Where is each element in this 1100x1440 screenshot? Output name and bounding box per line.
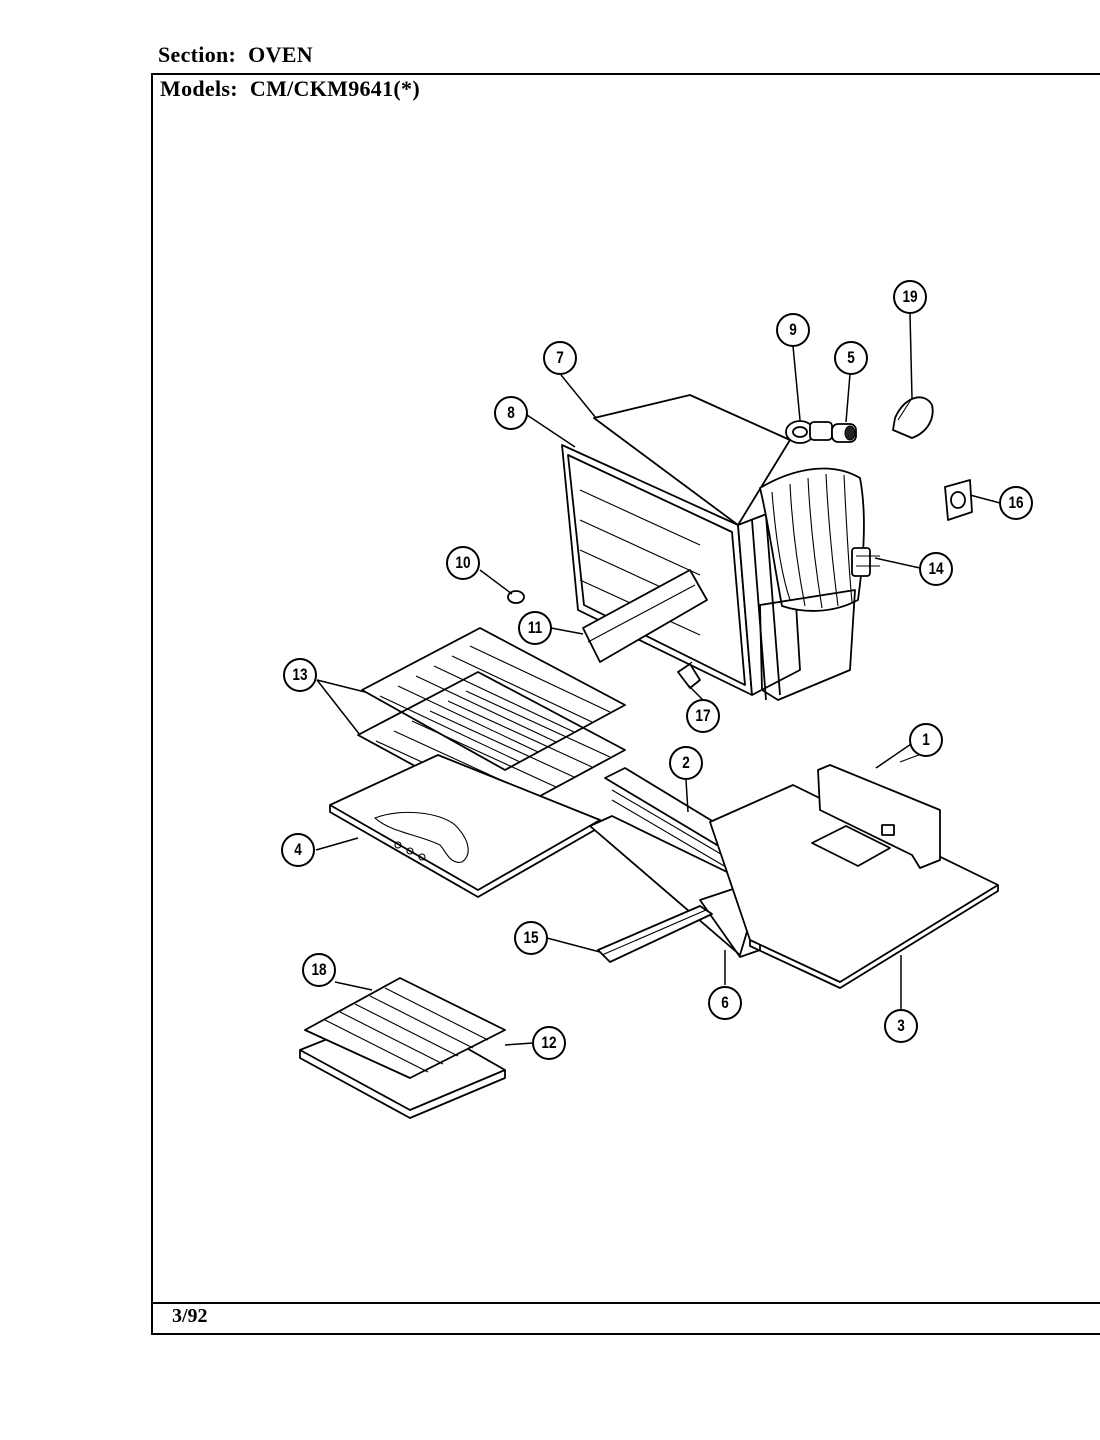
callout-label-16: 16: [1008, 494, 1023, 513]
callout-5: 5: [834, 341, 868, 375]
callout-label-17: 17: [695, 707, 710, 726]
shield-plate-part: [582, 569, 708, 663]
callout-label-9: 9: [789, 321, 797, 340]
callout-label-4: 4: [294, 841, 302, 860]
broiler-grid-part: [304, 977, 506, 1079]
rear-frame-bracket: [759, 589, 856, 701]
callout-label-14: 14: [928, 560, 944, 579]
callout-12: 12: [532, 1026, 566, 1060]
callout-11: 11: [518, 611, 552, 645]
section-label: Section:: [158, 42, 237, 67]
callout-label-13: 13: [292, 666, 307, 685]
revision-date: 3/92: [172, 1305, 208, 1327]
footer-divider: [151, 1302, 1100, 1304]
rack-slide-part: [597, 905, 713, 963]
callout-2: 2: [669, 746, 703, 780]
callout-6: 6: [708, 986, 742, 1020]
callout-label-3: 3: [897, 1017, 905, 1036]
callout-label-5: 5: [847, 349, 855, 368]
models-value: CM/CKM9641(*): [249, 76, 420, 101]
callout-14: 14: [919, 552, 953, 586]
callout-label-2: 2: [682, 754, 690, 773]
callout-9: 9: [776, 313, 810, 347]
models-label: Models:: [160, 76, 238, 101]
callout-label-12: 12: [541, 1034, 556, 1053]
callout-18: 18: [302, 953, 336, 987]
callout-label-11: 11: [528, 619, 543, 638]
callout-label-6: 6: [721, 994, 729, 1013]
callout-8: 8: [494, 396, 528, 430]
callout-16: 16: [999, 486, 1033, 520]
terminal-part: [851, 547, 880, 577]
callout-label-8: 8: [507, 404, 515, 423]
callout-label-10: 10: [455, 554, 470, 573]
callout-10: 10: [446, 546, 480, 580]
callout-label-7: 7: [556, 349, 564, 368]
callout-13: 13: [283, 658, 317, 692]
oven-bottom-part: [329, 754, 601, 898]
callout-label-18: 18: [311, 961, 327, 980]
receptacle-part: [831, 423, 857, 443]
light-socket-part: [785, 420, 833, 444]
callout-label-1: 1: [922, 731, 930, 750]
section-heading: Section: OVEN: [158, 42, 313, 68]
rack-wires: [375, 645, 611, 808]
base-plate-part: [709, 784, 999, 989]
callout-4: 4: [281, 833, 315, 867]
leader-lines: [315, 313, 1001, 1046]
callout-label-15: 15: [523, 929, 539, 948]
gasket-plate-part: [944, 479, 973, 521]
back-panel-part: [817, 749, 941, 869]
callout-3: 3: [884, 1009, 918, 1043]
callout-19: 19: [893, 280, 927, 314]
section-value: OVEN: [248, 42, 313, 67]
callout-1: 1: [909, 723, 943, 757]
callout-label-19: 19: [902, 288, 917, 307]
clip-part: [677, 661, 701, 689]
lamp-cover-part: [892, 396, 934, 439]
diagram-frame: [151, 73, 1100, 1335]
insulation-blanket: [759, 467, 865, 612]
callout-7: 7: [543, 341, 577, 375]
models-heading: Models: CM/CKM9641(*): [160, 76, 420, 102]
callout-15: 15: [514, 921, 548, 955]
callout-17: 17: [686, 699, 720, 733]
